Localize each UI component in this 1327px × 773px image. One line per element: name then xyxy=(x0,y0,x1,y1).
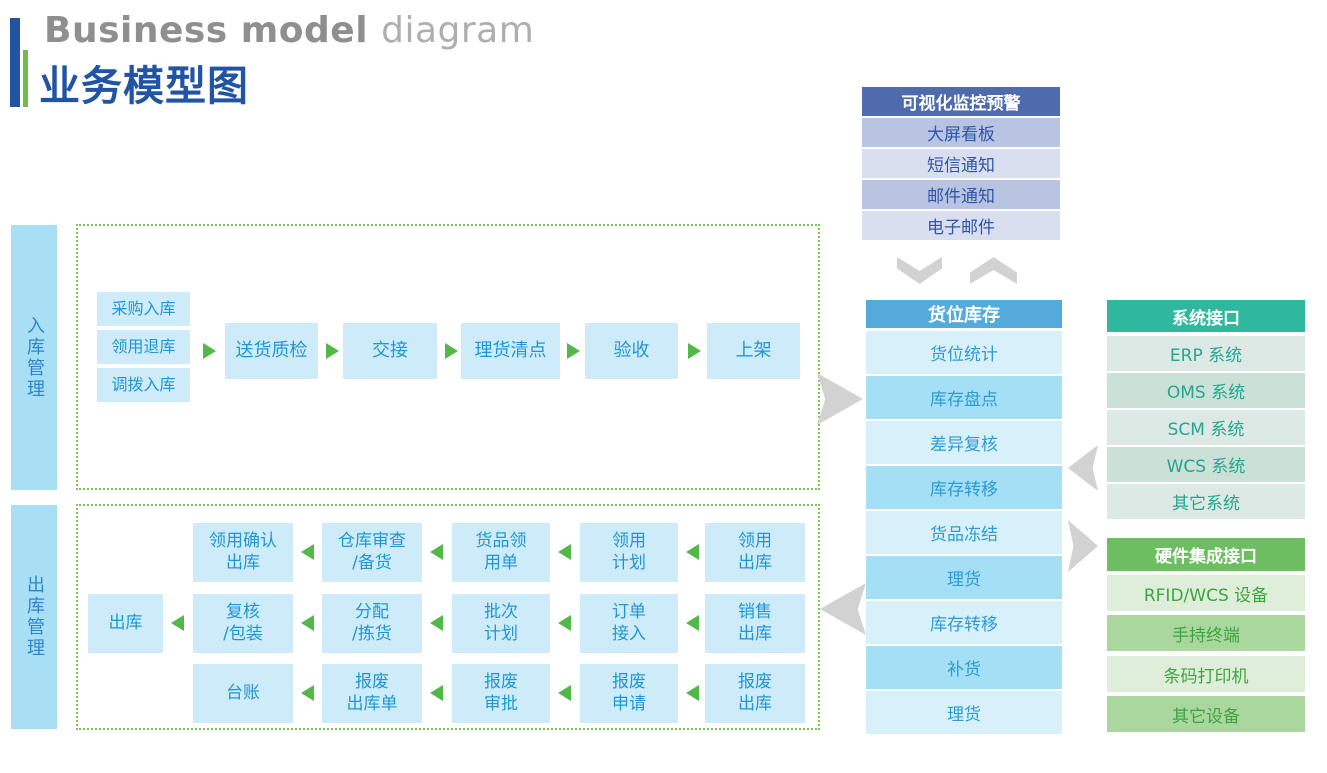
arrow-left-icon xyxy=(686,615,699,631)
inventory-panel-item: 货品冻结 xyxy=(866,511,1062,554)
connector-arrow-right-icon xyxy=(1068,520,1098,572)
hardware-panel-header: 硬件集成接口 xyxy=(1107,538,1305,571)
outbound-box: 销售 出库 xyxy=(705,594,805,653)
title-accent-bar-blue xyxy=(10,18,20,107)
inbound-flow-box: 验收 xyxy=(585,323,678,379)
outbound-box: 货品领 用单 xyxy=(452,523,550,582)
hardware-panel-item: 条码打印机 xyxy=(1107,656,1305,692)
hardware-interface-panel: 硬件集成接口 RFID/WCS 设备 手持终端 条码打印机 其它设备 xyxy=(1107,538,1305,732)
page-title-chinese: 业务模型图 xyxy=(39,62,249,110)
outbound-box: 报废 出库单 xyxy=(322,664,422,723)
monitor-panel-item: 短信通知 xyxy=(862,149,1060,178)
outbound-box: 出库 xyxy=(88,594,163,653)
arrow-left-icon xyxy=(686,544,699,560)
inventory-panel-item: 货位统计 xyxy=(866,331,1062,374)
arrow-left-icon xyxy=(430,544,443,560)
arrow-left-icon xyxy=(430,615,443,631)
outbound-box: 订单 接入 xyxy=(580,594,678,653)
inbound-source-box: 采购入库 xyxy=(97,292,190,326)
inbound-source-box: 调拨入库 xyxy=(97,368,190,402)
arrow-right-icon xyxy=(567,343,580,359)
monitor-panel-item: 电子邮件 xyxy=(862,211,1060,240)
arrow-left-icon xyxy=(558,685,571,701)
system-panel-item: WCS 系统 xyxy=(1107,447,1305,482)
hardware-panel-item: 其它设备 xyxy=(1107,696,1305,732)
outbound-box: 台账 xyxy=(193,664,293,723)
hardware-panel-item: RFID/WCS 设备 xyxy=(1107,575,1305,611)
connector-arrow-left-icon xyxy=(820,583,866,635)
outbound-box: 批次 计划 xyxy=(452,594,550,653)
arrow-right-icon xyxy=(203,343,216,359)
arrow-right-icon xyxy=(326,343,339,359)
page-title-english-light: diagram xyxy=(381,10,535,51)
monitor-panel-header: 可视化监控预警 xyxy=(862,87,1060,116)
outbound-dotted-frame xyxy=(76,504,820,730)
system-interface-panel: 系统接口 ERP 系统 OMS 系统 SCM 系统 WCS 系统 其它系统 xyxy=(1107,300,1305,522)
system-panel-item: ERP 系统 xyxy=(1107,336,1305,371)
outbound-box: 报废 审批 xyxy=(452,664,550,723)
system-panel-item: SCM 系统 xyxy=(1107,410,1305,445)
connector-arrow-right-icon xyxy=(817,373,863,425)
system-panel-item: 其它系统 xyxy=(1107,484,1305,519)
connector-arrow-left-icon xyxy=(1068,445,1098,491)
arrow-left-icon xyxy=(301,544,314,560)
monitor-panel-item: 大屏看板 xyxy=(862,118,1060,147)
inventory-panel-item: 库存转移 xyxy=(866,466,1062,509)
arrow-left-icon xyxy=(558,615,571,631)
inbound-flow-box: 理货清点 xyxy=(461,323,560,379)
system-panel-header: 系统接口 xyxy=(1107,300,1305,332)
outbound-box: 领用 出库 xyxy=(705,523,805,582)
inventory-panel: 货位库存 货位统计 库存盘点 差异复核 库存转移 货品冻结 理货 库存转移 补货… xyxy=(866,300,1062,737)
inventory-panel-item: 理货 xyxy=(866,691,1062,734)
inventory-panel-item: 库存盘点 xyxy=(866,376,1062,419)
arrow-right-icon xyxy=(445,343,458,359)
arrow-left-icon xyxy=(171,615,184,631)
outbound-box: 报废 申请 xyxy=(580,664,678,723)
arrow-left-icon xyxy=(686,685,699,701)
inventory-panel-item: 理货 xyxy=(866,556,1062,599)
page-title-english-bold: Business model xyxy=(44,10,369,51)
monitor-panel: 可视化监控预警 大屏看板 短信通知 邮件通知 电子邮件 xyxy=(862,87,1060,240)
inventory-panel-item: 补货 xyxy=(866,646,1062,689)
inbound-flow-box: 送货质检 xyxy=(225,323,318,379)
inbound-flow-box: 上架 xyxy=(707,323,800,379)
outbound-box: 仓库审查 /备货 xyxy=(322,523,422,582)
outbound-box: 复核 /包装 xyxy=(193,594,293,653)
outbound-box: 领用 计划 xyxy=(580,523,678,582)
outbound-box: 分配 /拣货 xyxy=(322,594,422,653)
arrow-left-icon xyxy=(301,615,314,631)
arrow-left-icon xyxy=(301,685,314,701)
monitor-panel-item: 邮件通知 xyxy=(862,180,1060,209)
system-panel-item: OMS 系统 xyxy=(1107,373,1305,408)
outbound-box: 报废 出库 xyxy=(705,664,805,723)
arrow-left-icon xyxy=(558,544,571,560)
arrow-right-icon xyxy=(688,343,701,359)
hardware-panel-item: 手持终端 xyxy=(1107,615,1305,651)
inventory-panel-header: 货位库存 xyxy=(866,300,1062,328)
inventory-panel-item: 差异复核 xyxy=(866,421,1062,464)
title-accent-bar-green xyxy=(23,50,28,107)
chevron-down-icon xyxy=(897,257,942,284)
chevron-up-icon xyxy=(970,257,1017,284)
outbound-section-label: 出库管理 xyxy=(11,505,57,729)
inventory-panel-item: 库存转移 xyxy=(866,601,1062,644)
inbound-flow-box: 交接 xyxy=(343,323,437,379)
page-title-english: Business model diagram xyxy=(44,10,534,51)
inbound-source-box: 领用退库 xyxy=(97,330,190,364)
outbound-box: 领用确认 出库 xyxy=(193,523,293,582)
inbound-section-label: 入库管理 xyxy=(11,225,57,490)
inbound-dotted-frame xyxy=(76,224,820,490)
arrow-left-icon xyxy=(430,685,443,701)
